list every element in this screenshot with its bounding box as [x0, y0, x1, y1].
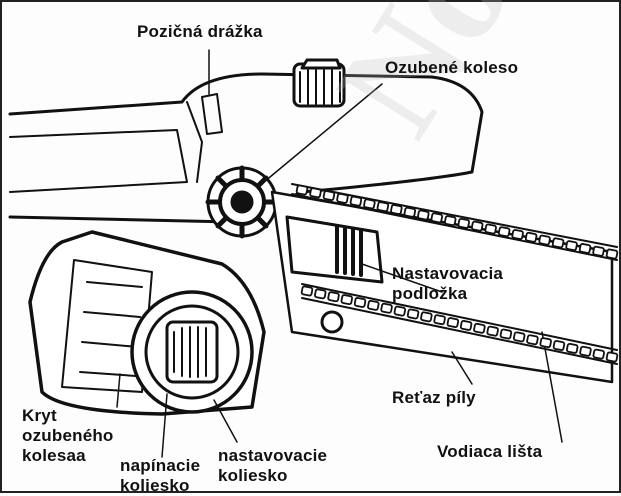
chain-link	[526, 334, 539, 346]
leader-lines	[116, 49, 563, 458]
chain-link	[470, 220, 484, 232]
label-adjusting-wheel-line2: koliesko	[218, 466, 288, 485]
chain-link	[300, 285, 314, 297]
chain-link	[552, 340, 566, 351]
label-slot: Pozičná drážka	[137, 22, 263, 41]
chain-links	[295, 184, 619, 363]
chain-link	[457, 217, 470, 229]
chain-link	[340, 294, 354, 306]
label-cover-line1: Kryt	[22, 406, 57, 425]
chain-link	[473, 322, 486, 334]
label-adjusting-wheel-line1: nastavovacie	[218, 446, 328, 465]
label-cover: Kryt ozubeného kolesaa	[22, 406, 114, 466]
chain-link	[592, 348, 605, 360]
label-tension-wheel-line1: napínacie	[120, 456, 201, 475]
chain-link	[499, 328, 513, 340]
chain-link	[592, 245, 605, 257]
chain-link	[511, 229, 524, 240]
chain-link	[406, 308, 420, 320]
chain-link	[322, 190, 336, 202]
chain-link	[349, 195, 363, 207]
chain-link	[524, 231, 538, 243]
chain-link	[539, 337, 552, 349]
chain-link	[417, 209, 430, 221]
chain-link	[309, 187, 322, 199]
chain-link	[459, 319, 473, 331]
chain-link	[336, 192, 349, 204]
label-adjusting-wheel: nastavovacie koliesko	[218, 446, 327, 486]
chain-link	[446, 317, 460, 329]
chain-link	[420, 311, 433, 323]
chain-link	[579, 345, 592, 357]
chain-link	[484, 223, 497, 235]
chain-bottom	[301, 283, 618, 365]
chain-link	[327, 291, 340, 303]
chain-link	[314, 288, 327, 300]
chain-link	[390, 204, 403, 215]
label-cover-line3: kolesaa	[22, 446, 86, 465]
chain-link	[551, 237, 565, 249]
label-adjusting-plate-line2: podložka	[392, 284, 468, 303]
chain-link	[578, 242, 592, 254]
chain-link	[433, 314, 446, 326]
chain-link	[353, 297, 367, 308]
chain-link	[486, 325, 499, 337]
oil-cap	[292, 58, 346, 108]
chain-link	[538, 234, 551, 246]
label-tension-wheel: napínacie koliesko	[120, 456, 200, 496]
chain-link	[430, 212, 444, 224]
motor-housing	[8, 72, 484, 224]
sprocket-cover	[28, 230, 266, 416]
label-adjusting-plate-line1: Nastavovacia	[392, 264, 504, 283]
chain-link	[376, 201, 390, 213]
chain-link	[403, 206, 417, 218]
chain-link	[565, 240, 578, 252]
chain-link	[565, 342, 579, 354]
sprocket-gear	[205, 165, 279, 239]
label-guide-bar: Vodiaca lišta	[437, 442, 543, 461]
chain-link	[363, 198, 376, 210]
chain-link	[444, 215, 457, 227]
chain-link	[367, 299, 380, 311]
label-tension-wheel-line2: koliesko	[120, 476, 190, 495]
label-cover-line2: ozubeného	[22, 426, 114, 445]
label-chain: Reťaz píly	[392, 388, 476, 407]
chain-link	[605, 248, 619, 260]
adjusting-plate	[285, 215, 384, 334]
label-sprocket: Ozubené koleso	[385, 58, 519, 77]
chain-link	[380, 302, 393, 314]
chain-link	[295, 184, 309, 196]
chain-link	[393, 305, 407, 317]
chain-link	[512, 331, 526, 343]
label-adjusting-plate: Nastavovacia podložka	[392, 264, 503, 304]
chain-link	[497, 226, 511, 238]
chain-link	[605, 351, 619, 363]
